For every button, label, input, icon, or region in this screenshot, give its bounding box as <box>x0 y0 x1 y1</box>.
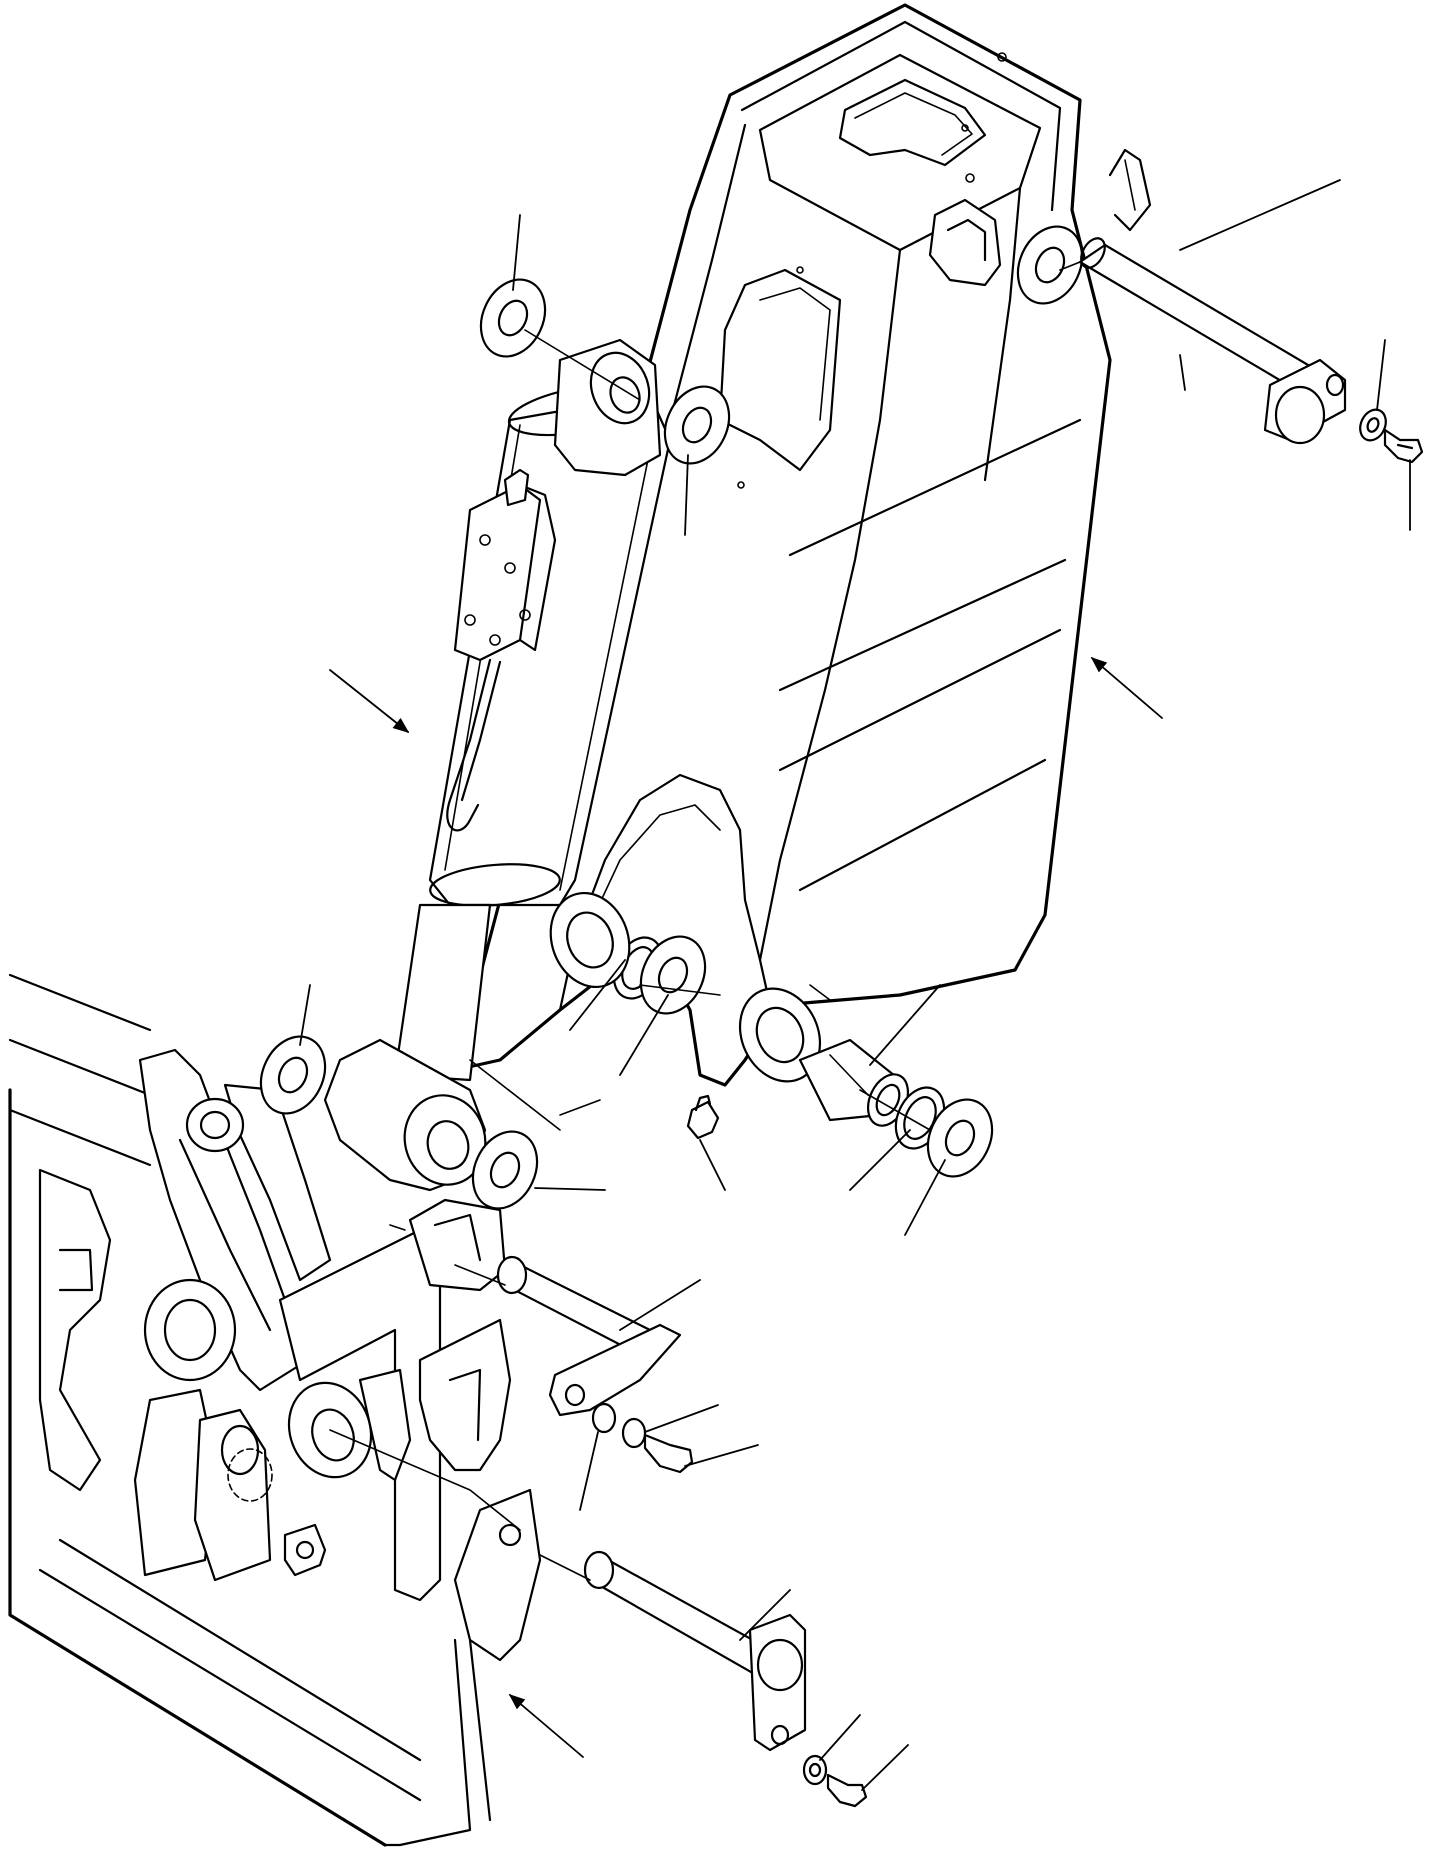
arrow-to-boom <box>1090 656 1163 719</box>
washer-cylinder-bottom <box>471 1130 539 1210</box>
grease-fitting <box>686 1094 720 1140</box>
pin-top-right <box>1078 237 1347 445</box>
quick-coupler <box>8 973 542 1847</box>
washer-top-left <box>479 278 547 358</box>
washer-small-bottom <box>802 1754 828 1786</box>
arrow-to-cylinder <box>329 669 410 734</box>
washer-small-top-right <box>1359 408 1387 442</box>
pin-middle <box>496 1255 682 1417</box>
direction-arrows <box>329 656 1163 1758</box>
bushing-boss-left <box>549 891 631 989</box>
leader-lines <box>299 179 1411 1791</box>
bolt-bottom <box>826 1773 868 1808</box>
washer-lower-left <box>259 1035 327 1115</box>
washer-small-middle <box>591 1402 647 1449</box>
washer-top-right <box>1016 225 1084 305</box>
washer-top-middle <box>663 385 731 465</box>
bolt-middle <box>643 1433 694 1474</box>
bolt-top-right <box>1383 428 1424 464</box>
boom-arm <box>453 3 1152 1087</box>
washer-middle <box>639 935 707 1015</box>
hydraulic-cylinder <box>323 338 672 1192</box>
pin-bottom <box>583 1550 807 1752</box>
alignment-lines <box>329 261 1081 1581</box>
washer-right <box>926 1098 994 1178</box>
arrow-to-coupler <box>508 1693 584 1758</box>
